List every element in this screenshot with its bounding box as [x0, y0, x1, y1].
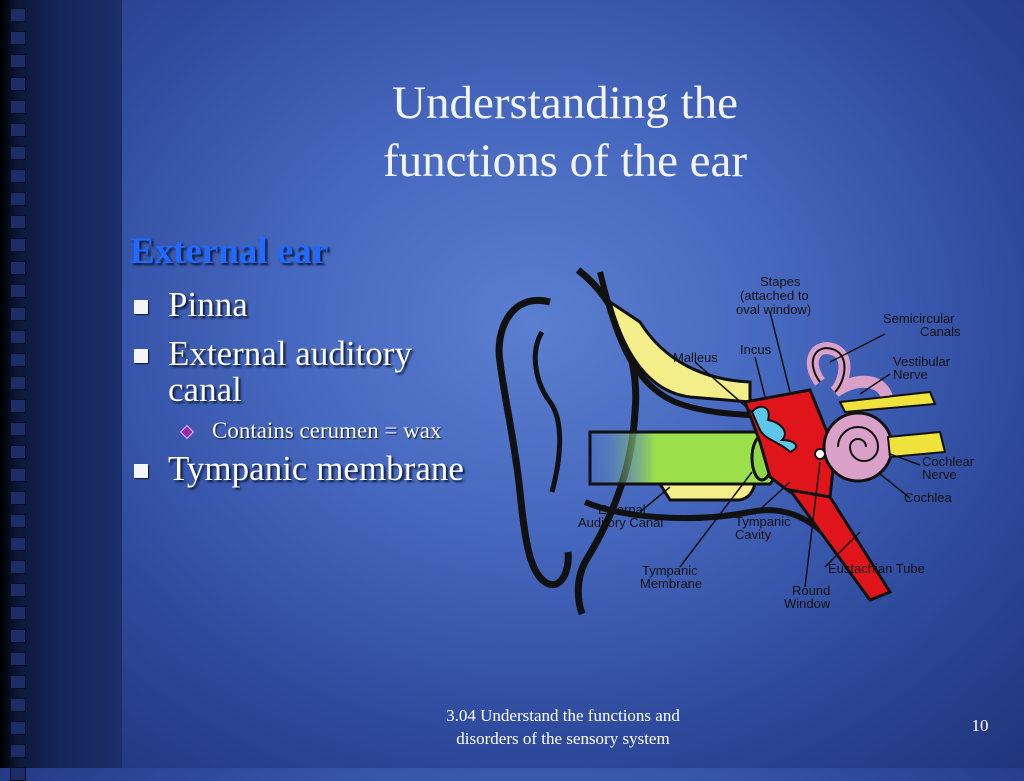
filmstrip-hole — [10, 445, 26, 459]
filmstrip-hole — [10, 583, 26, 597]
label-external-canal-1: External — [598, 502, 646, 517]
filmstrip-hole — [10, 54, 26, 68]
filmstrip-hole — [10, 77, 26, 91]
bullet-label-line-1: External auditory — [168, 334, 412, 373]
filmstrip-hole — [10, 8, 26, 22]
label-stapes-1: Stapes — [760, 274, 801, 289]
label-round-window-1: Round — [792, 583, 830, 598]
footer-line-2: disorders of the sensory system — [456, 729, 670, 748]
filmstrip-hole — [10, 215, 26, 229]
cochlea-spiral — [837, 426, 880, 462]
filmstrip-hole — [10, 100, 26, 114]
vestibular-nerve-shape — [838, 390, 937, 414]
filmstrip-hole — [10, 422, 26, 436]
label-tympanic-membrane-2: Membrane — [640, 576, 702, 591]
bullet-label: Tympanic membrane — [168, 449, 464, 488]
filmstrip-hole — [10, 491, 26, 505]
semicircular-canals-shape — [806, 342, 894, 404]
slide-footer: 3.04 Understand the functions and disord… — [408, 704, 718, 750]
filmstrip-hole — [10, 629, 26, 643]
slide-title: Understanding the functions of the ear — [300, 74, 830, 190]
bullet-tympanic-membrane: Tympanic membrane — [134, 449, 464, 488]
filmstrip-hole — [10, 284, 26, 298]
filmstrip-hole — [10, 744, 26, 758]
label-vestibular-1: Vestibular — [893, 354, 951, 369]
sub-bullet-cerumen: Contains cerumen = wax — [179, 418, 442, 444]
pinna-helix — [495, 296, 572, 588]
cochlea-shape — [822, 411, 894, 483]
bullet-label-line-2: canal — [168, 370, 242, 409]
filmstrip-hole — [10, 192, 26, 206]
filmstrip-hole — [10, 261, 26, 275]
filmstrip-hole — [10, 560, 26, 574]
page-number: 10 — [971, 716, 989, 735]
filmstrip-hole — [10, 537, 26, 551]
cochlear-nerve-shape — [886, 430, 947, 459]
round-window-shape — [814, 448, 826, 460]
slide-title-line-2: functions of the ear — [382, 135, 748, 187]
filmstrip-hole — [10, 169, 26, 183]
label-tympanic-membrane-1: Tympanic — [642, 563, 698, 578]
bullet-square-icon — [134, 464, 148, 478]
filmstrip-hole — [10, 307, 26, 321]
semicircular-canals-outline — [811, 347, 846, 393]
upper-canal-tissue — [607, 298, 752, 404]
label-cochlea: Cochlea — [904, 490, 952, 505]
filmstrip-border — [0, 0, 122, 781]
bullet-pinna: Pinna — [134, 285, 248, 324]
label-malleus: Malleus — [673, 350, 718, 365]
filmstrip-hole — [10, 468, 26, 482]
label-tympanic-cavity-1: Tympanic — [735, 514, 791, 529]
section-heading: External ear — [130, 231, 329, 272]
label-tympanic-cavity-2: Cavity — [735, 527, 772, 542]
label-vestibular-2: Nerve — [893, 367, 928, 382]
filmstrip-hole — [10, 675, 26, 689]
footer-line-1: 3.04 Understand the functions and — [446, 706, 680, 725]
label-external-canal-2: Auditory Canal — [578, 515, 663, 530]
filmstrip-hole — [10, 238, 26, 252]
lower-canal-tissue — [657, 482, 758, 502]
label-eustachian-tube: Eustachian Tube — [828, 561, 925, 576]
pinna-antihelix — [532, 330, 563, 493]
bullet-label: Pinna — [168, 285, 248, 324]
filmstrip-hole — [10, 698, 26, 712]
label-stapes-2: (attached to — [740, 288, 809, 303]
sub-bullet-label: Contains cerumen = wax — [212, 418, 442, 443]
filmstrip-hole — [10, 652, 26, 666]
label-incus: Incus — [740, 342, 772, 357]
filmstrip-hole — [10, 123, 26, 137]
filmstrip-hole — [10, 31, 26, 45]
bullet-square-icon — [134, 349, 148, 363]
filmstrip-hole — [10, 376, 26, 390]
filmstrip-hole — [10, 606, 26, 620]
label-stapes-3: oval window) — [736, 302, 811, 317]
label-cochlear-nerve-1: Cochlear — [922, 454, 975, 469]
bullet-external-auditory-canal: External auditory canal — [134, 334, 412, 409]
diamond-bullet-icon — [179, 424, 195, 440]
slide-title-line-1: Understanding the — [392, 77, 738, 129]
filmstrip-hole — [10, 399, 26, 413]
ear-anatomy-diagram: Stapes (attached to oval window) Semicir… — [495, 267, 975, 616]
filmstrip-hole — [10, 146, 26, 160]
label-cochlear-nerve-2: Nerve — [922, 467, 957, 482]
filmstrip-hole — [10, 353, 26, 367]
ossicles-shape — [750, 405, 798, 454]
filmstrip-hole — [10, 767, 26, 781]
filmstrip-hole — [10, 330, 26, 344]
label-semicircular-2: Canals — [920, 324, 961, 339]
bullet-square-icon — [134, 300, 148, 314]
label-semicircular-1: Semicircular — [883, 311, 955, 326]
filmstrip-hole — [10, 721, 26, 735]
filmstrip-hole — [10, 514, 26, 528]
label-round-window-2: Window — [784, 596, 831, 611]
